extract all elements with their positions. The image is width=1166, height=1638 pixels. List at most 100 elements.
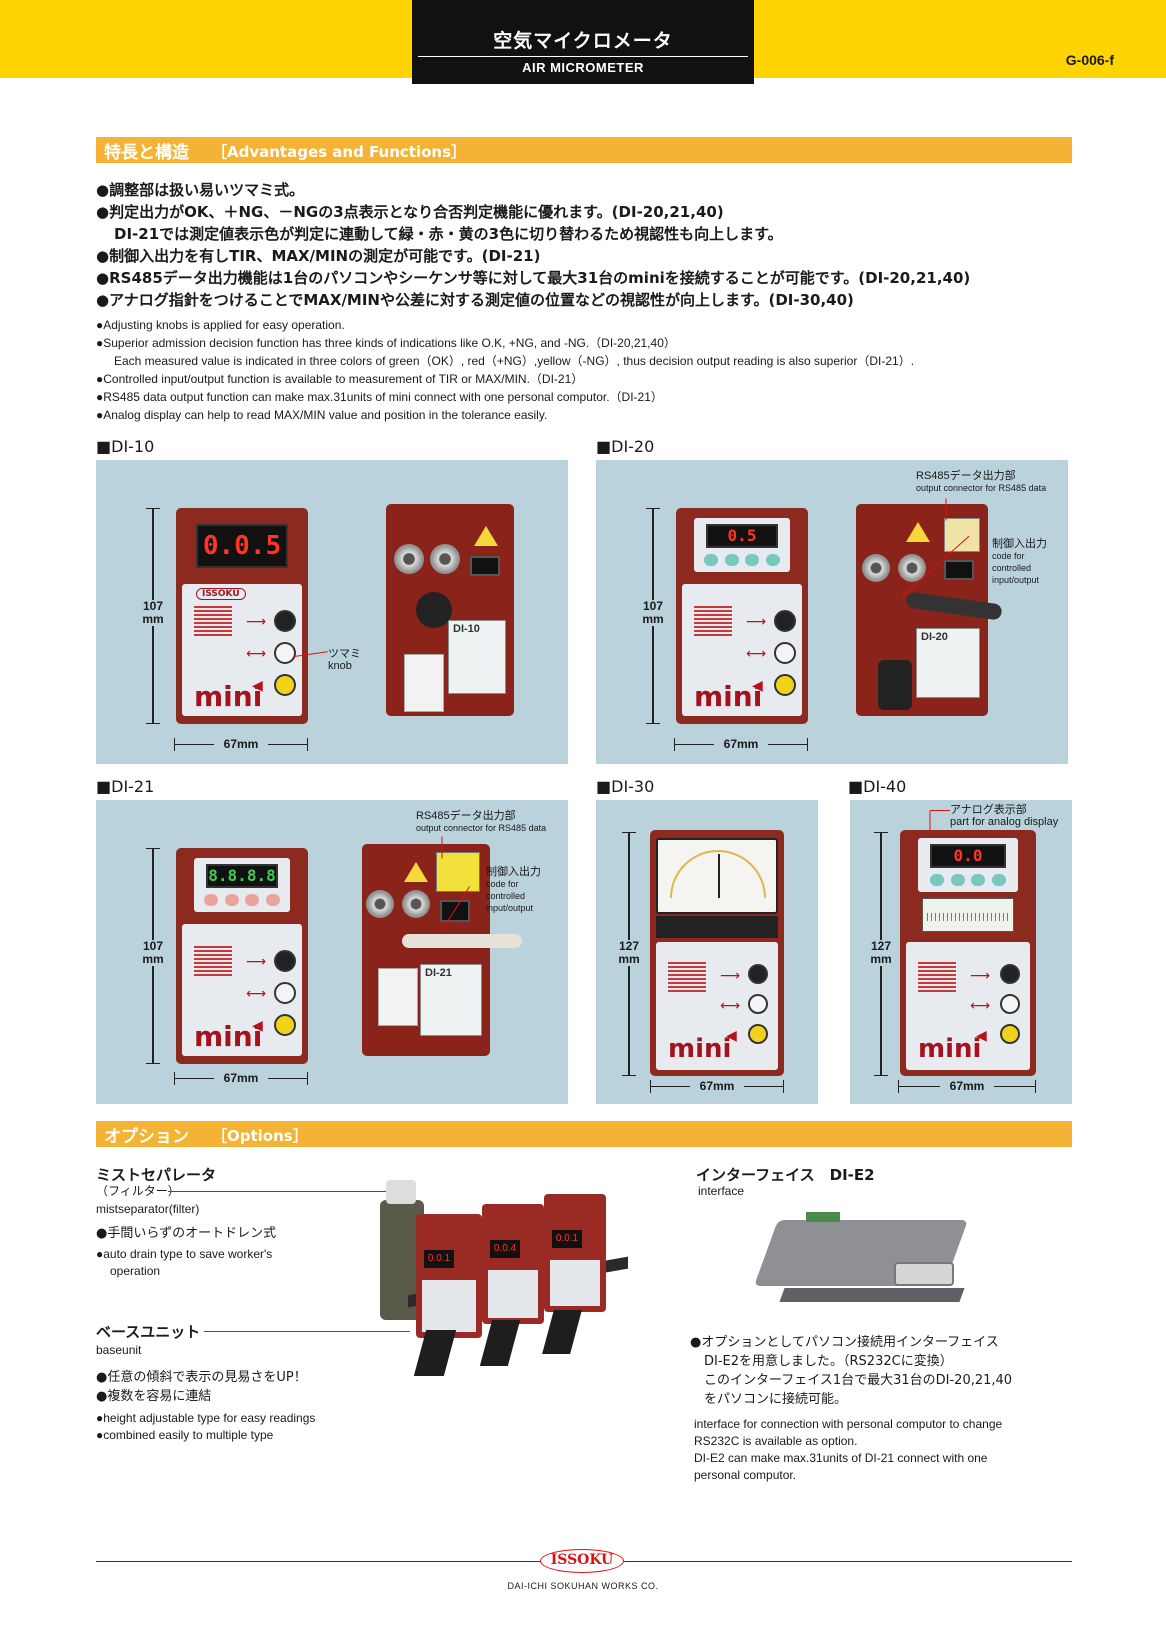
adjust-knob[interactable] <box>774 642 796 664</box>
mode-button[interactable] <box>991 874 1006 886</box>
mist-separator-sub-jp: （フィルター） <box>96 1184 180 1198</box>
interface-jp3: このインターフェイス1台で最大31台のDI-20,21,40 <box>704 1373 1013 1388</box>
nameplate: DI-10 <box>448 620 506 694</box>
di40-control-face: 0.0 <box>918 838 1018 892</box>
model-label-di10: ■DI-10 <box>96 437 155 456</box>
analog-bar-display <box>922 898 1014 932</box>
width-dimension-label: 67mm <box>940 1080 994 1093</box>
mist-feature-jp: ●手間いらずのオートドレン式 <box>96 1226 277 1241</box>
di21-control-face: 8.8.8.8 <box>194 858 290 912</box>
stripe-graphic <box>194 946 232 978</box>
base-feature-jp2: ●複数を容易に連結 <box>96 1389 212 1404</box>
mode-button[interactable] <box>204 894 218 906</box>
arrow-mark: ◀ <box>976 1027 987 1043</box>
power-switch[interactable] <box>470 556 500 576</box>
rs485-port[interactable] <box>436 852 480 892</box>
base-unit-title: ベースユニット <box>96 1323 201 1341</box>
di40-face-panel: mini ⟶ ⟷ ◀ <box>906 942 1030 1070</box>
interface-en1: interface for connection with personal c… <box>694 1417 1003 1431</box>
mode-button[interactable] <box>224 894 239 906</box>
advantages-title-en: ［Advantages and Functions］ <box>212 143 467 161</box>
stand-leg <box>542 1310 582 1354</box>
adjust-knob[interactable] <box>748 994 768 1014</box>
di40-front-device: 0.0 mini ⟶ ⟷ ◀ <box>900 830 1036 1076</box>
base-unit-illustration: 0.0.1 0.0.4 0.0.1 <box>360 1180 650 1380</box>
adjust-knob[interactable] <box>274 642 296 664</box>
control-cable <box>402 934 522 948</box>
nameplate: DI-20 <box>916 628 980 698</box>
adjust-knob[interactable] <box>1000 1024 1020 1044</box>
di10-face-panel: ISSOKU mini ⟶ ⟷ ◀ <box>182 584 302 716</box>
mode-button[interactable] <box>704 554 718 566</box>
issoku-logo: ISSOKU <box>540 1549 624 1573</box>
adjust-knob[interactable] <box>774 674 796 696</box>
unit-1: 0.0.1 <box>416 1214 482 1338</box>
adjust-knob[interactable] <box>1000 964 1020 984</box>
arrow-mark: ⟶ <box>720 967 741 983</box>
adjust-knob[interactable] <box>274 674 296 696</box>
arrow-mark: ◀ <box>252 1017 263 1033</box>
stripe-graphic <box>918 962 956 994</box>
control-callout: 制御入出力 code for controlled input/output <box>992 538 1047 585</box>
mode-button[interactable] <box>265 894 280 906</box>
di21-front-device: 8.8.8.8 mini ⟶ ⟷ ◀ <box>176 848 308 1064</box>
mode-button[interactable] <box>765 554 780 566</box>
width-dimension-label: 67mm <box>714 738 768 751</box>
arrow-mark: ⟷ <box>246 645 267 661</box>
rs485-callout-line <box>945 498 947 521</box>
base-callout-line <box>204 1331 410 1332</box>
base-feature-jp1: ●任意の傾斜で表示の見易さをUP！ <box>96 1370 307 1385</box>
en-item: ●RS485 data output function can make max… <box>96 390 663 404</box>
adjust-knob[interactable] <box>1000 994 1020 1014</box>
unit-face <box>488 1270 538 1318</box>
air-fitting <box>430 544 460 574</box>
adjust-knob[interactable] <box>274 950 296 972</box>
mini-logo: mini <box>918 1034 982 1064</box>
footer-rule-left <box>96 1561 542 1562</box>
mist-separator-sub-en: mistseparator(filter) <box>96 1202 200 1216</box>
mist-callout-line <box>168 1191 388 1192</box>
mode-button[interactable] <box>930 874 944 886</box>
power-switch[interactable] <box>440 900 470 922</box>
mist-feature-en1: ●auto drain type to save worker's <box>96 1247 273 1261</box>
rs485-callout-line <box>441 836 443 859</box>
jp-item: ●判定出力がOK、＋NG、－NGの3点表示となり合否判定機能に優れます。(DI-… <box>96 203 724 221</box>
power-switch[interactable] <box>944 560 974 580</box>
unit-3: 0.0.1 <box>544 1194 606 1312</box>
adjust-knob[interactable] <box>774 610 796 632</box>
adjust-knob[interactable] <box>748 1024 768 1044</box>
unit-2: 0.0.4 <box>482 1204 544 1324</box>
stripe-graphic <box>668 962 706 994</box>
mode-button[interactable] <box>724 554 739 566</box>
warning-icon <box>474 526 498 546</box>
mode-button[interactable] <box>245 894 260 906</box>
page-code: G-006-f <box>1065 52 1114 68</box>
mode-button[interactable] <box>971 874 986 886</box>
base-unit-sub-en: baseunit <box>96 1343 142 1357</box>
warning-icon <box>404 862 428 882</box>
adjust-knob[interactable] <box>274 982 296 1004</box>
mini-logo: mini <box>668 1034 732 1064</box>
mini-logo: mini <box>694 680 763 713</box>
adjust-knob[interactable] <box>274 610 296 632</box>
issoku-badge: ISSOKU <box>196 588 246 600</box>
rs485-port[interactable] <box>944 518 980 552</box>
arrow-mark: ⟷ <box>970 997 991 1013</box>
adjust-knob[interactable] <box>748 964 768 984</box>
mode-button[interactable] <box>745 554 760 566</box>
di20-button-row <box>704 554 780 566</box>
control-cable <box>905 591 1003 621</box>
di20-control-face: 0.5 <box>694 518 790 572</box>
di10-back-device: DI-10 <box>386 504 514 716</box>
mode-button[interactable] <box>950 874 965 886</box>
db25-connector <box>894 1262 954 1286</box>
model-label-di30: ■DI-30 <box>596 777 655 796</box>
adjust-knob[interactable] <box>274 1014 296 1036</box>
interface-side <box>779 1288 965 1302</box>
jp-item: ●RS485データ出力機能は1台のパソコンやシーケンサ等に対して最大31台のmi… <box>96 269 971 287</box>
